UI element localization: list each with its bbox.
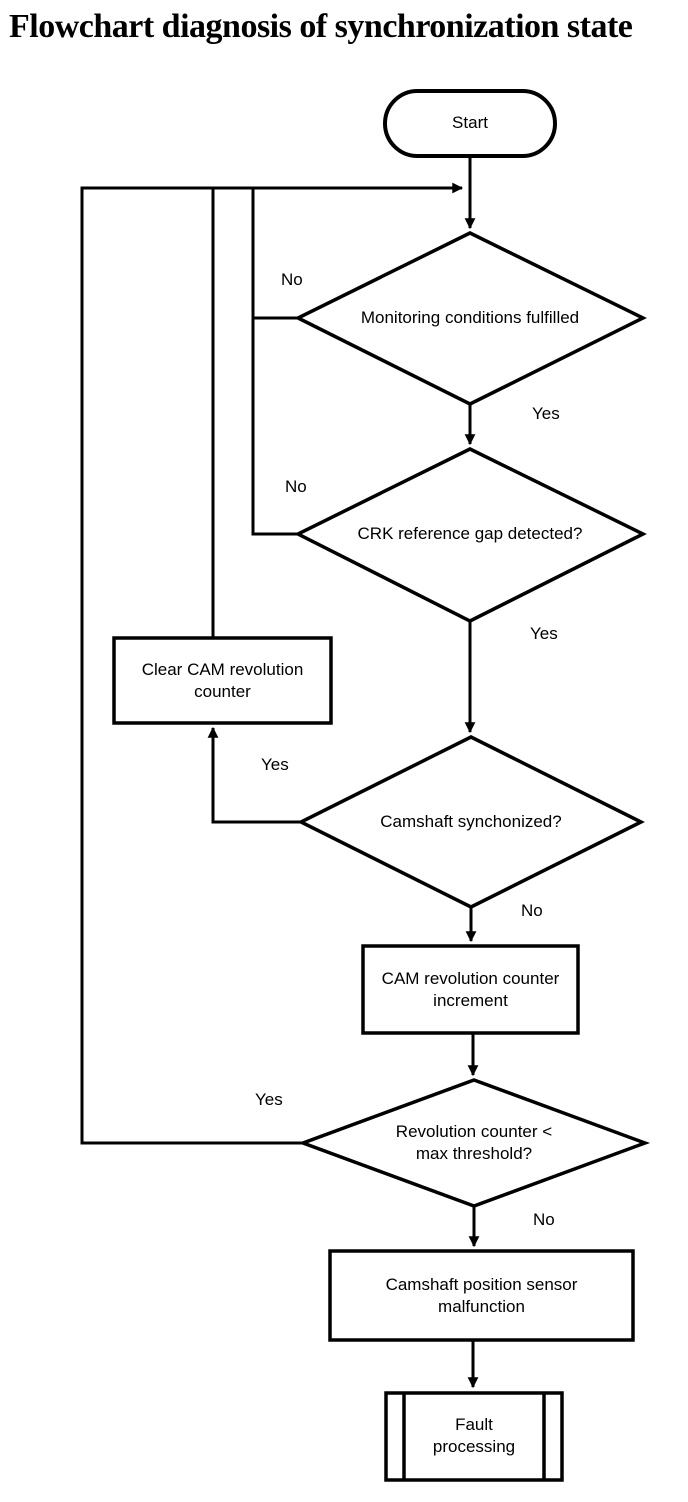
start-node-label: Start [452, 113, 488, 133]
camshaft-yes-label: Yes [261, 755, 289, 774]
crk-no-label: No [285, 477, 307, 496]
malfunction-process-shape [328, 1249, 635, 1342]
malfunction-label: Camshaft position sensor malfunction [385, 1274, 578, 1316]
fault-predefined-shape [384, 1391, 564, 1482]
monitoring-decision-label: Monitoring conditions fulfilled [360, 308, 580, 328]
clear-counter-process-shape [112, 636, 333, 725]
monitoring-no-label: No [281, 270, 303, 289]
counter-increment-label: CAM revolution counter increment [381, 968, 560, 1010]
camshaft-decision-label: Camshaft synchonized? [380, 812, 562, 832]
connector-no-return-line [251, 188, 297, 536]
camshaft-no-label: No [521, 901, 543, 920]
counter-increment-process-shape [361, 944, 580, 1035]
connector-camshaft-yes-to-clear [207, 726, 300, 824]
camshaft-decision-shape [297, 735, 645, 909]
revolution-decision-label: Revolution counter < max threshold? [395, 1122, 553, 1163]
page-title: Flowchart diagnosis of synchronization s… [9, 8, 633, 45]
crk-yes-label: Yes [530, 624, 558, 643]
monitoring-decision-shape [294, 231, 647, 406]
fault-processing-label: Fault processing [432, 1414, 516, 1456]
connector-feedback-return [80, 182, 464, 1145]
revolution-decision-shape [297, 1078, 651, 1208]
monitoring-yes-label: Yes [532, 404, 560, 423]
revolution-no-label: No [533, 1210, 555, 1229]
crk-decision-label: CRK reference gap detected? [357, 524, 583, 544]
clear-counter-label: Clear CAM revolution counter [141, 659, 304, 701]
crk-decision-shape [294, 447, 647, 623]
revolution-yes-label: Yes [255, 1090, 283, 1109]
start-terminator-shape [383, 89, 557, 158]
